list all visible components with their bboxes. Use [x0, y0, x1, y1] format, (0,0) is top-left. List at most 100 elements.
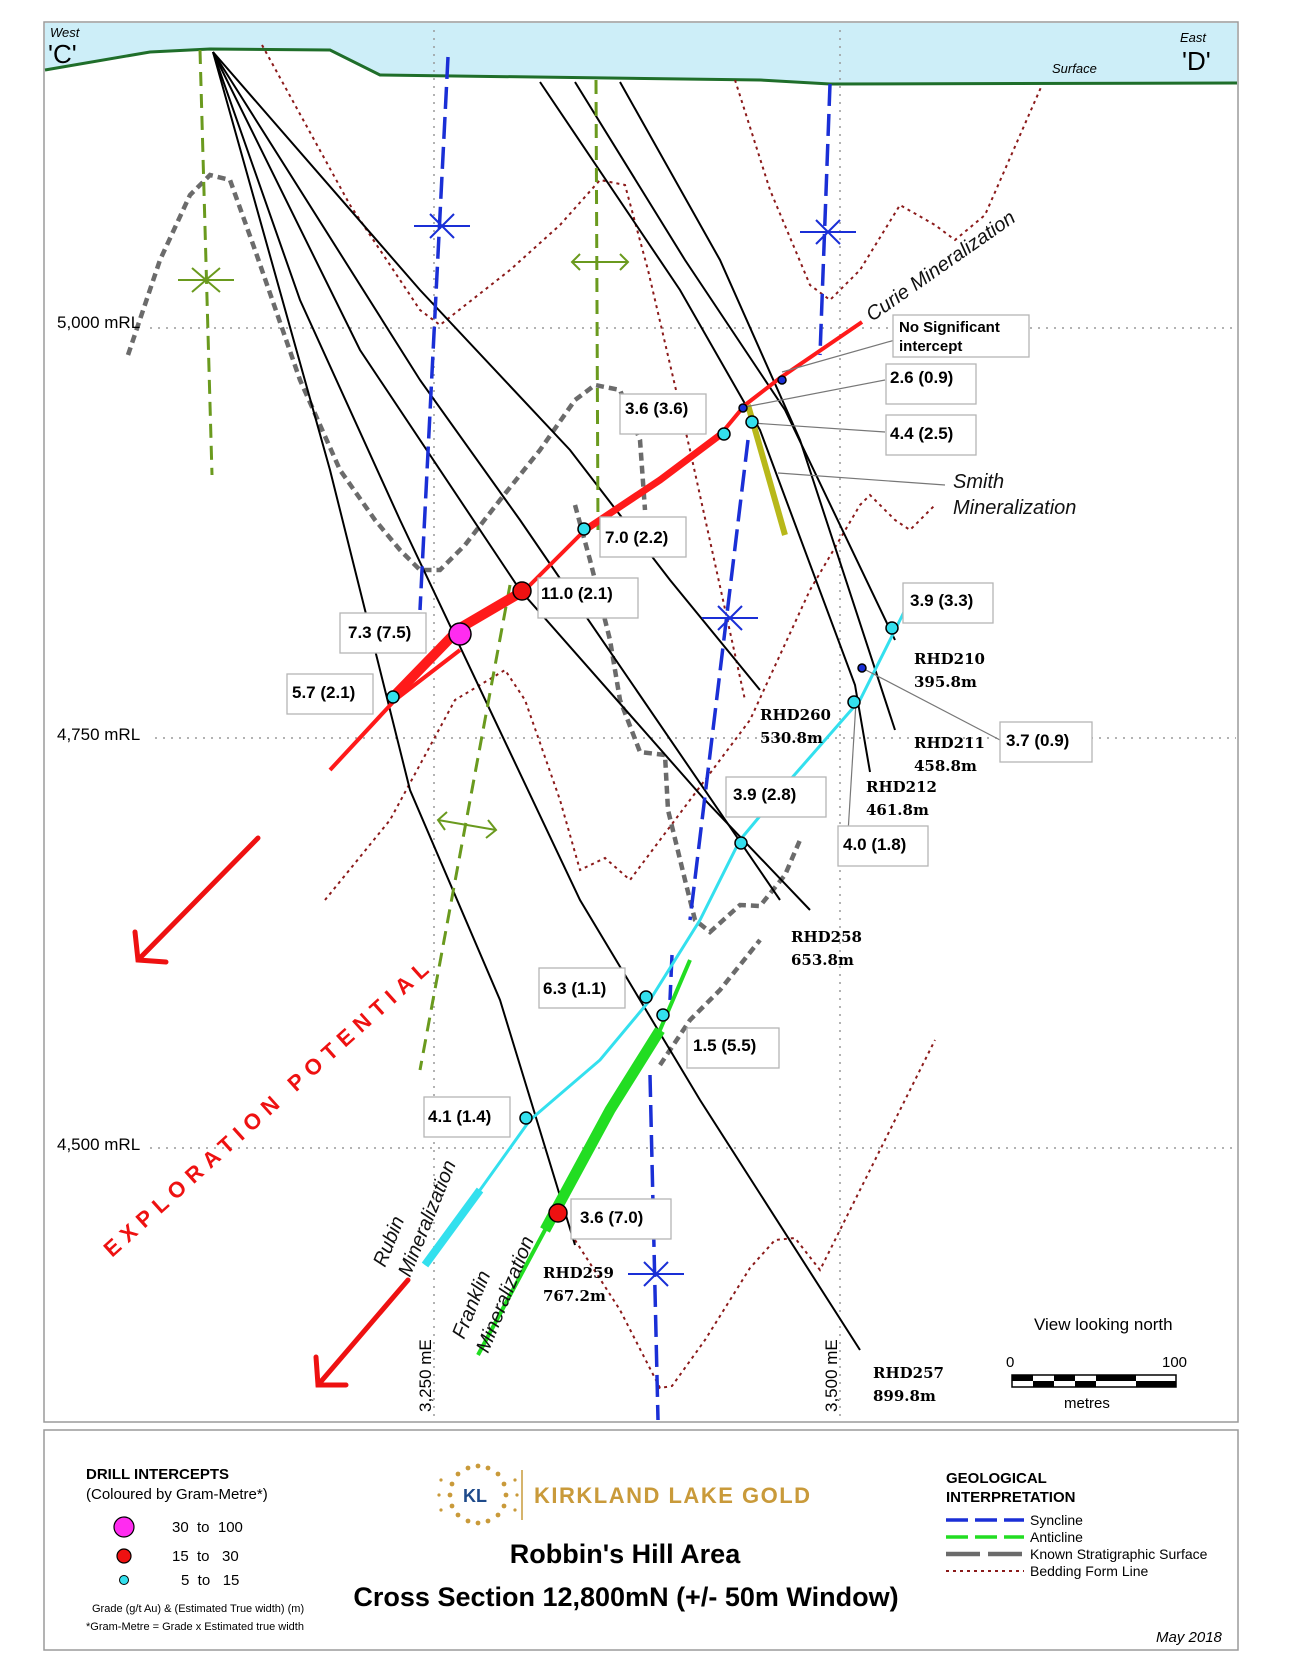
- legend-class-2: 15 to 30: [172, 1548, 239, 1565]
- intercept-dot-2.6: [738, 403, 748, 413]
- hole-id-rhd257: RHD257: [873, 1364, 944, 1382]
- syncline-symbol-3: [702, 605, 758, 631]
- strat-surface-west: [125, 172, 648, 573]
- label-3.6-top: 3.6 (3.6): [625, 399, 688, 418]
- intercept-label-boxes: [286, 314, 1093, 1240]
- bedding-form-lines: [261, 44, 1043, 1390]
- anticline-symbol-3: [436, 811, 498, 839]
- scale-block: View looking north 0 100 metres: [1006, 1315, 1187, 1412]
- legend-class-3: 5 to 15: [181, 1572, 239, 1589]
- label-11.0: 11.0 (2.1): [541, 584, 613, 603]
- intercept-dot-7.0: [577, 522, 591, 536]
- east-label: East: [1180, 30, 1207, 45]
- rubin-zone: [423, 609, 907, 1266]
- hole-id-rhd259: RHD259: [543, 1264, 614, 1282]
- drill-holes: [212, 51, 896, 1351]
- hole-depth-rhd211: 458.8m: [914, 757, 977, 775]
- anticline-3: [418, 584, 512, 1071]
- scale-start: 0: [1006, 1354, 1014, 1371]
- surface-line: [44, 47, 1238, 86]
- label-3.9-top: 3.9 (3.3): [910, 591, 973, 610]
- intercept-dot-7.3: [448, 622, 472, 646]
- legend-class-1: 30 to 100: [172, 1519, 243, 1536]
- intercept-dot-4.1: [519, 1111, 533, 1125]
- label-5.7: 5.7 (2.1): [292, 683, 355, 702]
- syncline-symbol-1: [414, 213, 470, 239]
- hole-id-rhd258: RHD258: [791, 928, 862, 946]
- intercept-dot-3.7: [857, 663, 867, 673]
- legend-note-2: *Gram-Metre = Grade x Estimated true wid…: [86, 1621, 304, 1633]
- logo-initials: KL: [463, 1486, 487, 1506]
- legend-note-1: Grade (g/t Au) & (Estimated True width) …: [92, 1603, 304, 1615]
- label-3.9-mid: 3.9 (2.8): [733, 785, 796, 804]
- geo-item-strat: Known Stratigraphic Surface: [1030, 1546, 1208, 1562]
- geo-item-syncline: Syncline: [1030, 1512, 1083, 1528]
- hole-rhd259: [212, 51, 576, 1246]
- hole-labels: RHD210 395.8m RHD260 530.8m RHD211 458.8…: [543, 650, 985, 1405]
- west-letter: 'C': [48, 39, 77, 69]
- elev-4500: 4,500 mRL: [57, 1135, 140, 1154]
- mineralization-zones: [328, 320, 907, 1356]
- stratigraphic-surfaces: [125, 172, 803, 1067]
- elev-5000: 5,000 mRL: [57, 313, 140, 332]
- surface-label: Surface: [1052, 61, 1097, 76]
- syncline-4: [668, 954, 674, 1001]
- easting-3500: 3,500 mE: [822, 1339, 841, 1412]
- label-4.0: 4.0 (1.8): [843, 835, 906, 854]
- bedding-line-2: [734, 79, 1043, 302]
- syncline-traces: [418, 56, 832, 1421]
- syncline-3: [688, 439, 750, 921]
- hole-rhd211: [619, 81, 896, 731]
- arrow-upper: [132, 835, 261, 965]
- figure-title: Robbin's Hill Area: [510, 1539, 741, 1569]
- company-logo: KL KIRKLAND LAKE GOLD: [437, 1463, 812, 1526]
- logo-sunburst-icon: [437, 1463, 519, 1526]
- drill-legend-title: DRILL INTERCEPTS: [86, 1466, 229, 1483]
- sky-area: [45, 23, 1237, 84]
- label-4.1: 4.1 (1.4): [428, 1107, 491, 1126]
- hole-depth-rhd212: 461.8m: [866, 801, 929, 819]
- fold-symbols: [178, 213, 856, 1287]
- drill-intercept-legend: DRILL INTERCEPTS (Coloured by Gram-Metre…: [86, 1466, 304, 1633]
- intercept-dot-4.0: [847, 695, 861, 709]
- curie-zone-mid: [583, 432, 723, 533]
- view-note: View looking north: [1034, 1315, 1173, 1334]
- arrow-lower: [313, 1277, 411, 1388]
- grid-lines: [150, 30, 1236, 1420]
- hole-id-rhd211: RHD211: [914, 734, 985, 752]
- hole-id-rhd212: RHD212: [866, 778, 937, 796]
- hole-west: [212, 51, 781, 901]
- franklin-zone-thick: [540, 1027, 665, 1233]
- label-1.5: 1.5 (5.5): [693, 1036, 756, 1055]
- syncline-5: [648, 1074, 660, 1421]
- drill-legend-subtitle: (Coloured by Gram-Metre*): [86, 1486, 268, 1503]
- company-name: KIRKLAND LAKE GOLD: [534, 1483, 812, 1508]
- rubin-zone-thick: [421, 1187, 484, 1268]
- anticline-traces: [198, 49, 600, 1071]
- scale-unit: metres: [1064, 1395, 1110, 1412]
- hole-depth-rhd260: 530.8m: [760, 729, 823, 747]
- elev-4750: 4,750 mRL: [57, 725, 140, 744]
- geo-title-2: INTERPRETATION: [946, 1489, 1075, 1506]
- geo-item-anticline: Anticline: [1030, 1529, 1083, 1545]
- syncline-2: [818, 83, 832, 356]
- label-7.0: 7.0 (2.2): [605, 528, 668, 547]
- intercept-dot-4.4: [745, 415, 759, 429]
- date-label: May 2018: [1156, 1629, 1223, 1646]
- geo-item-bedding: Bedding Form Line: [1030, 1563, 1149, 1579]
- hole-rhd210: [574, 81, 896, 641]
- legend-magenta-dot: [113, 1516, 135, 1538]
- intercept-dot-3.9b: [734, 836, 748, 850]
- legend-panel: DRILL INTERCEPTS (Coloured by Gram-Metre…: [43, 1429, 1239, 1651]
- hole-rhd212: [539, 81, 871, 773]
- intercept-dot-11.0: [512, 581, 532, 601]
- scale-end: 100: [1162, 1354, 1187, 1371]
- label-2.6: 2.6 (0.9): [890, 368, 953, 387]
- hole-depth-rhd259: 767.2m: [543, 1287, 606, 1305]
- intercept-dot-3.9a: [885, 621, 899, 635]
- smith-label-1: Smith: [953, 471, 1004, 493]
- anticline-symbol-2: [570, 253, 630, 271]
- hole-depth-rhd210: 395.8m: [914, 673, 977, 691]
- leader-lines: [744, 339, 1001, 834]
- label-no-sig-2: intercept: [899, 338, 962, 355]
